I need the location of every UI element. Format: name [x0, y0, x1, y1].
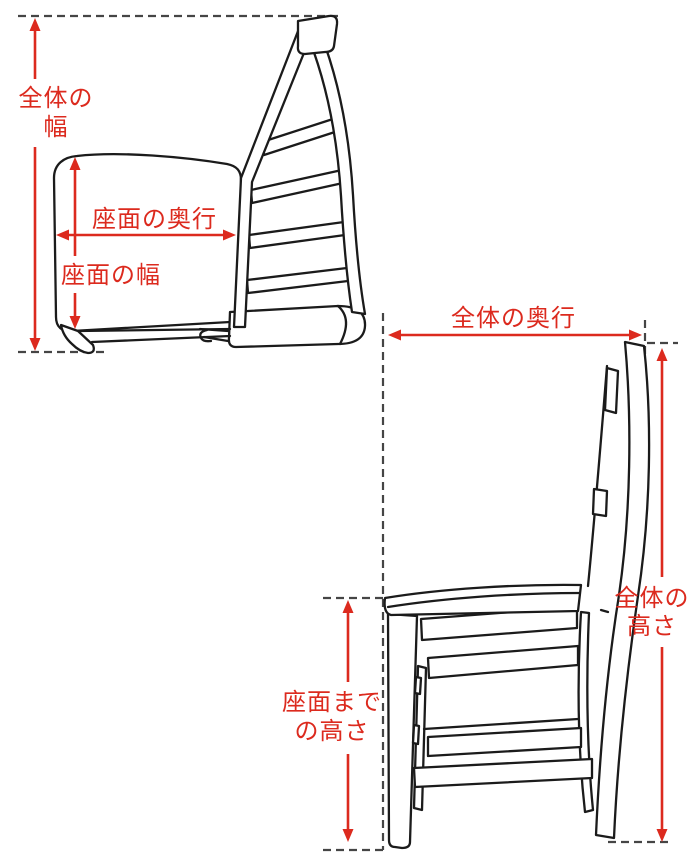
seat-depth-arrow — [56, 229, 236, 241]
overall-height-arrow — [656, 348, 668, 842]
chair-top-view-drawing — [52, 14, 367, 355]
seat-width-arrow — [69, 157, 81, 329]
seat-width-label: 座面の幅 — [61, 262, 161, 289]
dimension-arrows — [29, 18, 668, 842]
overall-depth-label: 全体の奥行 — [451, 305, 576, 332]
seat-depth-label: 座面の奥行 — [92, 206, 217, 233]
seat-height-label: 座面まで の高さ — [282, 689, 382, 745]
overall-depth-arrow — [388, 329, 642, 341]
overall-width-arrow — [29, 18, 41, 351]
overall-width-label: 全体の 幅 — [18, 85, 94, 141]
chair-side-view-drawing — [383, 340, 651, 850]
seat-height-arrow — [342, 600, 354, 842]
guide-lines — [18, 14, 678, 852]
overall-height-label: 全体の 高さ — [614, 585, 690, 640]
